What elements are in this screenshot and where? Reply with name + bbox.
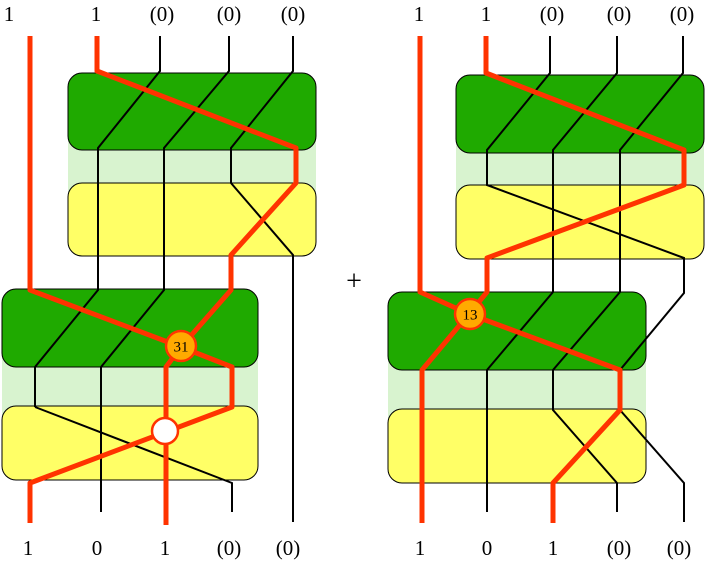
left-bottom-label-4: (0) [217,536,242,560]
right-bottom-label-3: 1 [548,536,559,560]
left-diagram: 31 1 1 (0) (0) (0) 1 0 1 (0) (0) [1,2,317,560]
plus-operator: + [346,266,362,297]
left-bottom-label-2: 0 [92,536,103,560]
right-diagram: 13 1 1 (0) (0) (0) 1 0 1 (0) (0) [387,2,705,560]
right-vertex-13: 13 [453,297,487,331]
left-bottom-labels: 1 0 1 (0) (0) [23,536,301,560]
right-bottom-label-5: (0) [667,536,692,560]
right-top-labels: 1 1 (0) (0) (0) [414,2,695,26]
right-top-label-1: 1 [414,2,425,26]
right-bottom-label-2: 0 [482,536,493,560]
left-top-label-1: 1 [4,2,15,26]
right-bottom-labels: 1 0 1 (0) (0) [415,536,692,560]
right-bottom-label-4: (0) [607,536,632,560]
left-empty-vertex [150,416,180,446]
right-top-label-4: (0) [607,2,632,26]
right-top-label-3: (0) [540,2,565,26]
right-top-label-5: (0) [670,2,695,26]
right-red-paths [417,36,687,523]
left-bottom-label-1: 1 [23,536,34,560]
left-vertex-label: 31 [174,340,189,356]
left-top-label-2: 1 [91,2,102,26]
left-top-label-4: (0) [217,2,242,26]
left-red-paths [27,36,299,525]
right-top-label-2: 1 [481,2,492,26]
left-top-label-5: (0) [281,2,306,26]
right-lower-yellow-box [387,408,647,484]
left-vertex-31: 31 [164,329,198,363]
right-vertex-label: 13 [463,308,478,324]
left-upper-yellow-box [67,182,317,257]
left-top-label-3: (0) [150,2,175,26]
left-bottom-label-3: 1 [160,536,171,560]
left-bottom-label-5: (0) [276,536,301,560]
right-bottom-label-1: 1 [415,536,426,560]
left-black-strands [34,36,294,522]
left-top-labels: 1 1 (0) (0) (0) [4,2,306,26]
right-black-strands [486,36,685,522]
